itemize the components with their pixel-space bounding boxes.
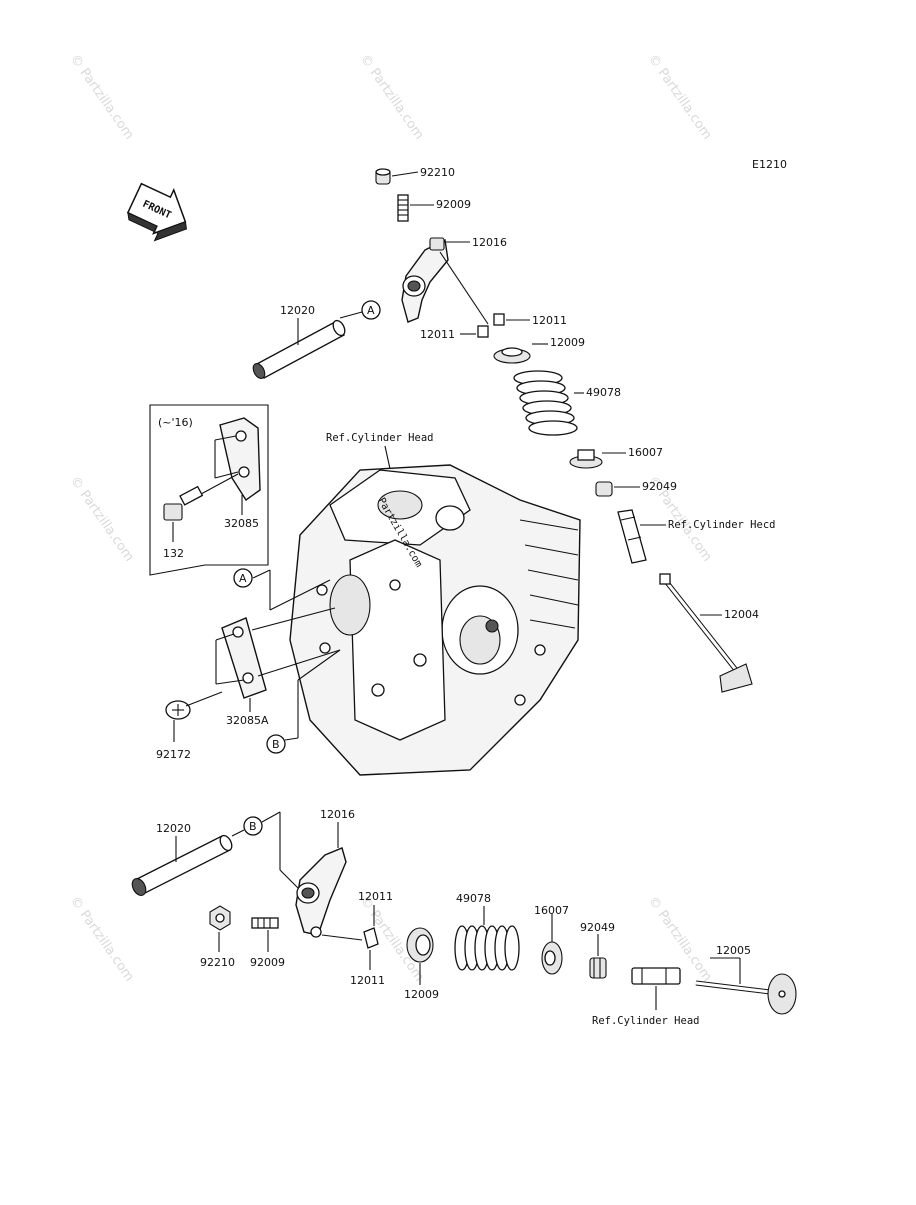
valve-12004: [659, 573, 753, 693]
marker-b-bot: [243, 816, 263, 836]
screw-92172: [165, 691, 223, 720]
valve-12005: [695, 973, 797, 1015]
valve-guide-bottom: [631, 967, 681, 985]
label-92009-top: 92009: [436, 198, 471, 211]
marker-b-mid: [266, 734, 286, 754]
marker-b-bot-label: B: [249, 820, 257, 833]
valve-guide-top: [617, 509, 647, 564]
label-32085a: 32085A: [226, 714, 269, 727]
label-12011-top-l: 12011: [420, 328, 455, 341]
spring-49078-bottom: [454, 925, 520, 971]
label-92210-bot: 92210: [200, 956, 235, 969]
label-92172: 92172: [156, 748, 191, 761]
rocker-arm-12016-top: [401, 237, 449, 323]
label-16007-top: 16007: [628, 446, 663, 459]
marker-a-mid: [233, 568, 253, 588]
watermark-3: © Partzilla.com: [645, 52, 715, 143]
ref-cyl-head-top: Ref.Cylinder Head: [326, 432, 433, 444]
marker-b-mid-label: B: [272, 738, 280, 751]
label-49078-bot: 49078: [456, 892, 491, 905]
seat-16007-bottom: [541, 941, 563, 975]
retainer-12009-top: [493, 347, 531, 364]
label-92049-bot: 92049: [580, 921, 615, 934]
variant-inset-box: [149, 404, 269, 576]
label-32085: 32085: [224, 517, 259, 530]
nut-92210-bottom: [209, 905, 231, 931]
keeper-12011-top-a: [493, 313, 505, 326]
retainer-12009-bottom: [406, 927, 434, 963]
keeper-12011-top-b: [477, 325, 489, 338]
plate-32085a: [221, 617, 267, 699]
diagram-code: E1210: [752, 158, 787, 171]
label-12009-top: 12009: [550, 336, 585, 349]
bolt-132: [163, 485, 204, 521]
label-12016-bot: 12016: [320, 808, 355, 821]
ref-cyl-head-right: Ref.Cylinder Hecd: [668, 519, 775, 531]
label-12011-bot-b: 12011: [350, 974, 385, 987]
watermark-2: © Partzilla.com: [357, 52, 427, 143]
screw-92009-top: [397, 194, 409, 222]
label-16007-bot: 16007: [534, 904, 569, 917]
cylinder-head: [289, 464, 581, 776]
watermark-4: © Partzilla.com: [67, 474, 137, 565]
label-92210-top: 92210: [420, 166, 455, 179]
watermark-1: © Partzilla.com: [67, 52, 137, 143]
shaft-12020-bottom: [131, 834, 233, 896]
label-12011-bot-a: 12011: [358, 890, 393, 903]
label-132: 132: [163, 547, 184, 560]
label-12011-top-r: 12011: [532, 314, 567, 327]
seal-92049-bottom: [589, 957, 607, 979]
ref-cyl-head-bottom: Ref.Cylinder Head: [592, 1015, 699, 1027]
label-12005: 12005: [716, 944, 751, 957]
marker-a-top: [361, 300, 381, 320]
keeper-12011-bottom: [363, 927, 379, 949]
front-arrow-icon: [126, 182, 188, 242]
marker-a-mid-label: A: [239, 572, 247, 585]
label-92009-bot: 92009: [250, 956, 285, 969]
screw-92009-bottom: [251, 917, 279, 929]
label-12009-bot: 12009: [404, 988, 439, 1001]
seat-16007-top: [569, 449, 603, 469]
label-12016-top: 12016: [472, 236, 507, 249]
label-12020-top: 12020: [280, 304, 315, 317]
variant-note: (~'16): [158, 416, 193, 429]
watermark-6: © Partzilla.com: [67, 894, 137, 985]
label-49078-top: 49078: [586, 386, 621, 399]
seal-92049-top: [595, 481, 613, 497]
marker-a-top-label: A: [367, 304, 375, 317]
shaft-12020-top: [252, 319, 346, 379]
spring-49078-top: [513, 370, 578, 436]
label-92049-top: 92049: [642, 480, 677, 493]
label-12004: 12004: [724, 608, 759, 621]
nut-92210-top: [375, 168, 391, 185]
plate-32085: [219, 417, 261, 501]
rocker-arm-12016-bottom: [295, 847, 347, 938]
label-12020-bot: 12020: [156, 822, 191, 835]
